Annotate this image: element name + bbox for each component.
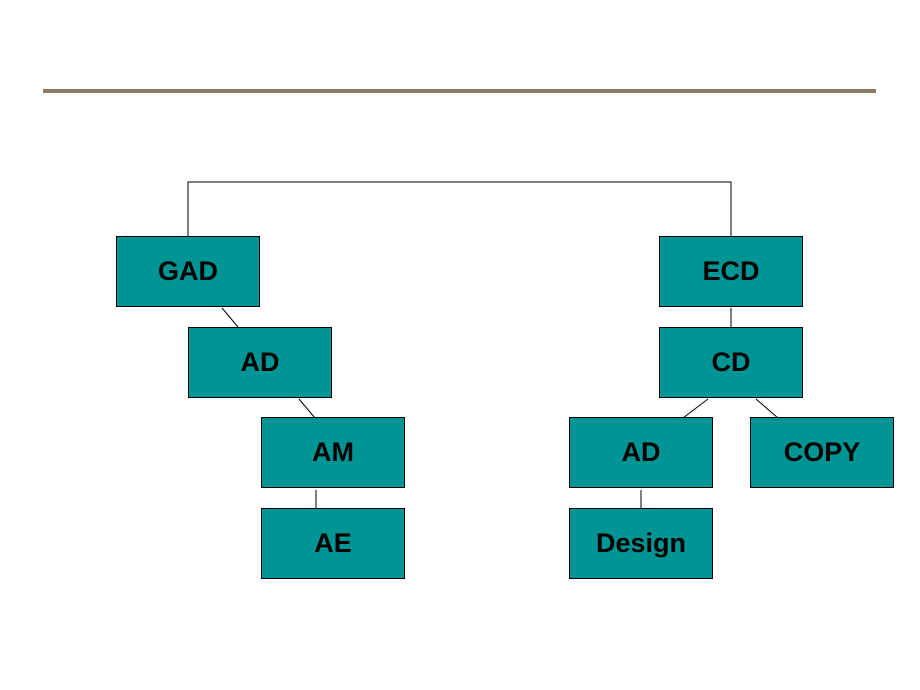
node-cd: CD [659,327,803,398]
node-ae-label: AE [314,528,352,558]
connector-gad-ad [221,307,239,328]
header-rule [43,89,876,93]
node-ad-right-label: AD [621,437,661,467]
node-copy-label: COPY [783,437,861,467]
node-ad-left-label: AD [240,347,280,377]
connector-ad-am [298,398,316,419]
node-copy: COPY [750,417,894,488]
node-gad: GAD [116,236,260,307]
node-ecd-label: ECD [702,256,760,286]
node-ad-right: AD [569,417,713,488]
connector-cd-copy [755,398,779,419]
connector-top-bracket [187,181,732,237]
node-gad-label: GAD [158,256,218,286]
node-ae: AE [261,508,405,579]
node-ad-left: AD [188,327,332,398]
node-am: AM [261,417,405,488]
node-am-label: AM [312,437,354,467]
node-cd-label: CD [711,347,751,377]
node-design: Design [569,508,713,579]
node-design-label: Design [595,528,687,558]
connector-cd-ad [682,398,709,419]
node-ecd: ECD [659,236,803,307]
